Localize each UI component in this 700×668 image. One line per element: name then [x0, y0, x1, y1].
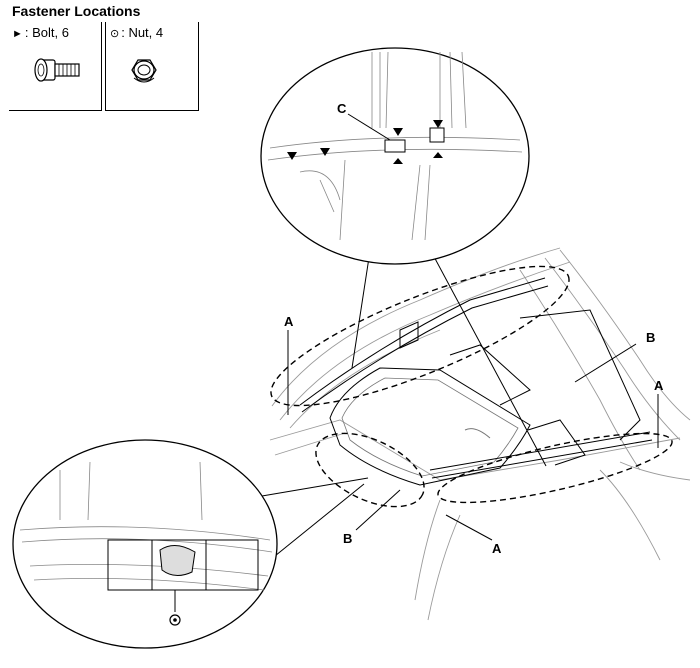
sunroof-opening	[329, 367, 531, 486]
nut-icon	[131, 59, 157, 83]
bolt-markers	[287, 120, 443, 164]
highlight-ellipses	[270, 265, 673, 508]
callout-c-leader	[347, 113, 391, 141]
callout-a-bottom: A	[492, 541, 502, 556]
callout-leaders	[287, 330, 659, 541]
callout-b-bottom: B	[343, 531, 352, 546]
nut-label-text: : Nut, 4	[121, 25, 164, 40]
nut-circle-icon: ⊙	[110, 28, 120, 40]
legend-nut-label: ⊙: Nut, 4	[110, 25, 163, 40]
callout-c: C	[337, 101, 347, 116]
callout-a-left: A	[284, 314, 294, 329]
bolt-arrow-icon: ►	[12, 28, 23, 40]
legend-bolt: ►: Bolt, 6	[9, 22, 102, 111]
magnifier-top	[260, 47, 547, 467]
roof-body-lines	[269, 247, 691, 621]
fastener-locations-title: Fastener Locations	[12, 3, 141, 19]
sunroof-rails	[299, 277, 653, 479]
legend-nut: ⊙: Nut, 4	[105, 22, 199, 111]
callout-a-right: A	[654, 378, 664, 393]
callout-b-right: B	[646, 330, 655, 345]
legend-bolt-label: ►: Bolt, 6	[12, 25, 69, 40]
bolt-icon	[34, 58, 80, 82]
bolt-label-text: : Bolt, 6	[24, 25, 69, 40]
magnifier-bottom	[12, 439, 369, 649]
drain-hoses	[449, 309, 641, 466]
